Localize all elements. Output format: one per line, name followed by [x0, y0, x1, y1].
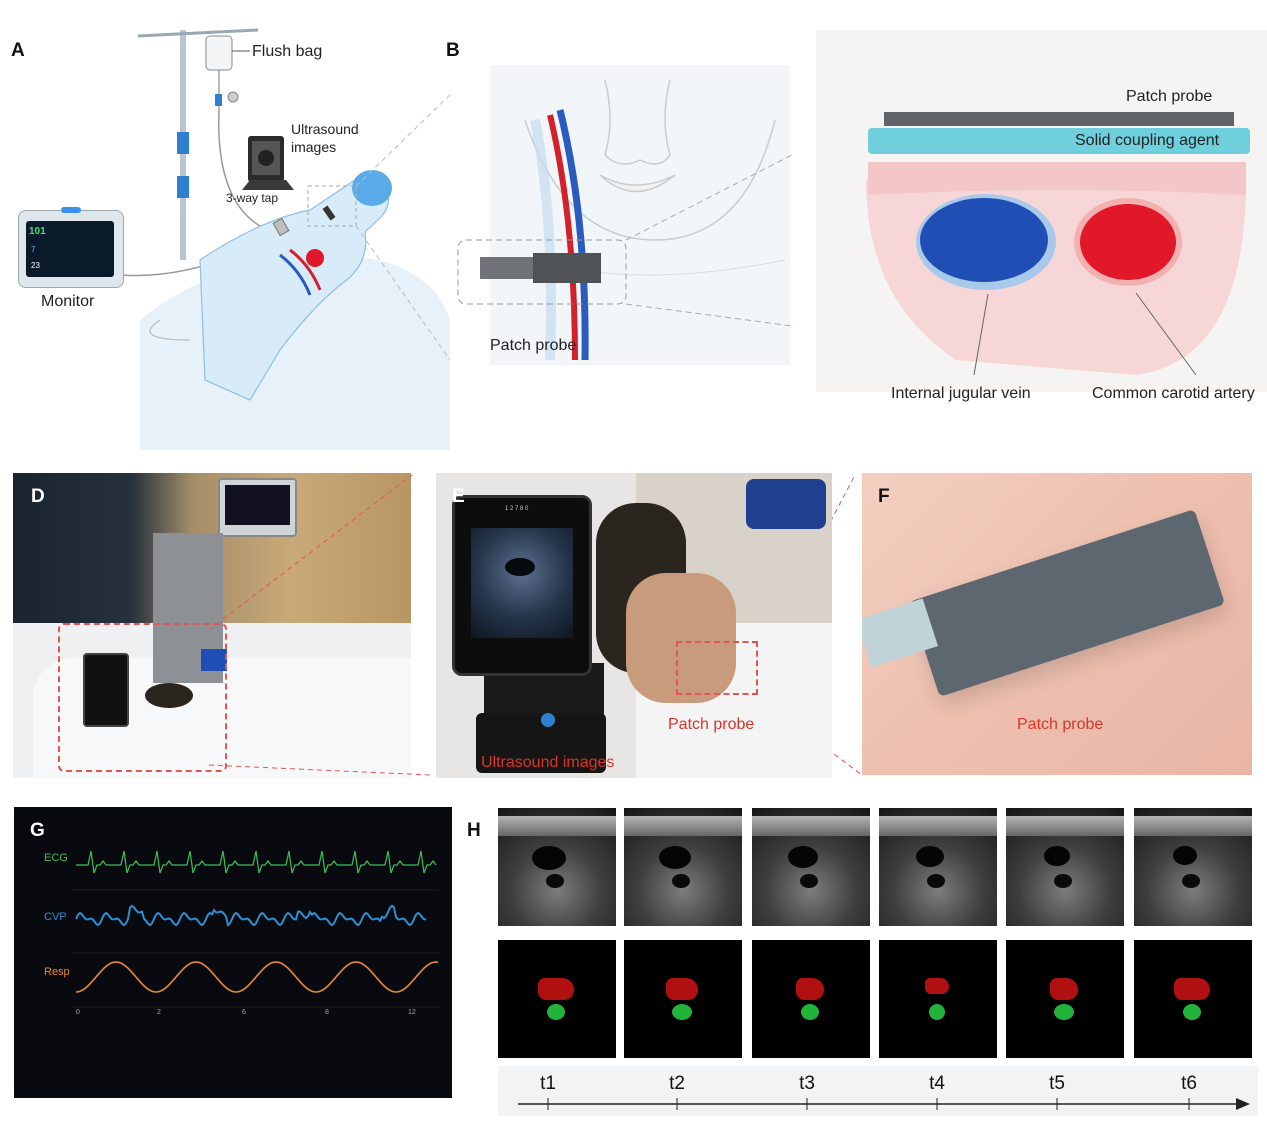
segmentation-artery — [538, 978, 574, 1000]
panel-label-b: B — [446, 40, 460, 61]
flush-bag-icon — [205, 35, 233, 71]
time-label-t1: t1 — [540, 1073, 556, 1094]
label-patch-probe-f: Patch probe — [1017, 716, 1104, 733]
panel-f-photo — [862, 473, 1252, 775]
label-patch-probe-e: Patch probe — [668, 716, 755, 733]
segmentation-frame-t3 — [752, 940, 870, 1058]
segmentation-frame-t1 — [498, 940, 616, 1058]
label-monitor: Monitor — [41, 293, 95, 310]
coupling-agent-layer — [868, 128, 1250, 154]
time-label-t3: t3 — [799, 1073, 815, 1094]
tick-8: 8 — [325, 1009, 329, 1016]
ultrasound-tablet-icon — [242, 136, 294, 190]
label-internal-jugular-vein: Internal jugular vein — [891, 385, 1031, 402]
label-ultrasound-images-2: images — [291, 139, 337, 155]
panel-label-d: D — [31, 486, 45, 507]
patch-probe-icon — [533, 253, 601, 283]
label-flush-bag: Flush bag — [252, 43, 323, 60]
segmentation-frame-t6 — [1134, 940, 1252, 1058]
patch-probe-closeup — [908, 509, 1226, 697]
timeline-arrow-icon — [1236, 1098, 1250, 1110]
time-label-t2: t2 — [669, 1073, 685, 1094]
bedside-monitor: 101 7 23 — [18, 207, 124, 288]
tablet-device: 1 2 7 8 0 — [452, 495, 592, 676]
panel-label-e: E — [452, 486, 465, 507]
ultrasound-frame-t5 — [1006, 808, 1124, 926]
common-carotid-artery — [1080, 204, 1176, 280]
ultrasound-frame-t2 — [624, 808, 742, 926]
label-ultrasound-images-e: Ultrasound images — [481, 754, 615, 771]
patch-probe-layer — [884, 112, 1234, 126]
monitor-light-icon — [61, 207, 81, 213]
panel-a-illustration — [119, 28, 450, 450]
panel-label-a: A — [11, 40, 25, 61]
segmentation-vein — [801, 1004, 819, 1020]
panel-g-monitor: ECG CVP Resp 0 2 6 8 12 — [14, 807, 452, 1098]
monitor-value-hr: 101 — [29, 226, 46, 237]
segmentation-vein — [547, 1004, 565, 1020]
resp-waveform — [75, 961, 439, 993]
monitor-value-3: 23 — [31, 261, 40, 270]
panel-label-g: G — [30, 820, 45, 841]
segmentation-frame-t2 — [624, 940, 742, 1058]
segmentation-frame-t4 — [879, 940, 997, 1058]
ecg-waveform — [76, 850, 437, 874]
ultrasound-frame-t3 — [752, 808, 870, 926]
timeline — [498, 1066, 1258, 1116]
tick-2: 2 — [157, 1009, 161, 1016]
panel-label-f: F — [878, 486, 890, 507]
segmentation-vein — [1183, 1004, 1201, 1020]
ultrasound-frame-t4 — [879, 808, 997, 926]
segmentation-artery — [666, 978, 698, 1000]
panel-c-cross-section — [816, 30, 1267, 392]
tick-12: 12 — [408, 1009, 416, 1016]
segmentation-artery — [796, 978, 824, 1000]
segmentation-frame-t5 — [1006, 940, 1124, 1058]
label-ultrasound-images-1: Ultrasound — [291, 121, 359, 137]
tablet-header: 1 2 7 8 0 — [505, 506, 529, 512]
label-resp: Resp — [44, 966, 70, 978]
panel-g-waveforms — [72, 850, 439, 1008]
label-cvp: CVP — [44, 911, 67, 923]
tablet-power-icon — [541, 713, 555, 727]
internal-jugular-vein — [920, 198, 1048, 282]
tick-6: 6 — [242, 1009, 246, 1016]
panel-e-photo: 1 2 7 8 0 — [436, 473, 832, 778]
time-label-t5: t5 — [1049, 1073, 1065, 1094]
segmentation-vein — [1054, 1004, 1074, 1020]
segmentation-vein — [929, 1004, 945, 1020]
segmentation-artery — [925, 978, 949, 994]
panel-d-photo — [13, 473, 411, 778]
ultrasound-frame-t6 — [1134, 808, 1252, 926]
heart-icon — [306, 249, 324, 267]
cvp-waveform — [75, 904, 427, 927]
ultrasound-frame-t1 — [498, 808, 616, 926]
label-patch-probe-c: Patch probe — [1126, 88, 1213, 105]
patch-probe-cable — [480, 257, 535, 279]
label-three-way-tap: 3-way tap — [226, 191, 279, 205]
tick-0: 0 — [76, 1009, 80, 1016]
time-label-t6: t6 — [1181, 1073, 1197, 1094]
time-label-t4: t4 — [929, 1073, 945, 1094]
label-coupling-agent: Solid coupling agent — [1075, 132, 1220, 149]
panel-b-neck-illustration — [457, 65, 795, 365]
panel-label-h: H — [467, 820, 481, 841]
segmentation-vein — [672, 1004, 692, 1020]
segmentation-artery — [1050, 978, 1078, 1000]
segmentation-artery — [1174, 978, 1210, 1000]
label-ecg: ECG — [44, 852, 68, 864]
label-common-carotid-artery: Common carotid artery — [1092, 385, 1255, 402]
monitor-value-2: 7 — [31, 245, 36, 254]
pole-clamp-icon — [177, 132, 189, 154]
label-patch-probe-b: Patch probe — [490, 337, 577, 354]
